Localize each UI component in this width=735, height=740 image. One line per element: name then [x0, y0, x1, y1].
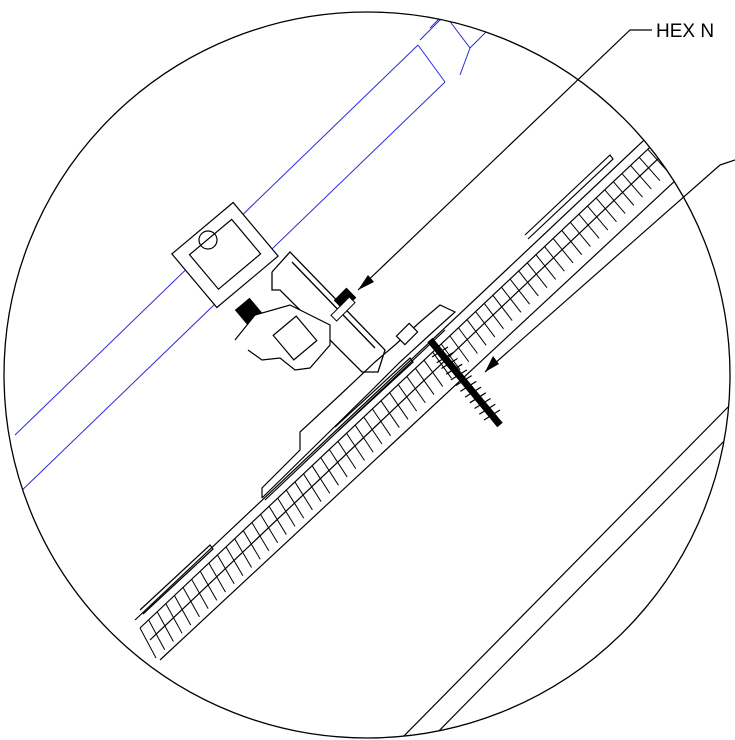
callout-hex-nut: HEX N [656, 21, 714, 42]
rail-clamp [171, 201, 331, 371]
shingles [139, 154, 614, 615]
roof-deck [134, 124, 730, 661]
roof-hatch [139, 132, 687, 659]
detail-contents [14, 12, 730, 738]
leader-lines [357, 29, 735, 373]
rafter-lines [399, 399, 730, 738]
lag-screw [427, 337, 503, 428]
hex-nut [330, 287, 419, 346]
detail-circle [3, 11, 731, 739]
l-bracket [271, 251, 386, 373]
leader-arrowhead [358, 275, 374, 290]
leader-arrowhead-2 [485, 356, 499, 372]
